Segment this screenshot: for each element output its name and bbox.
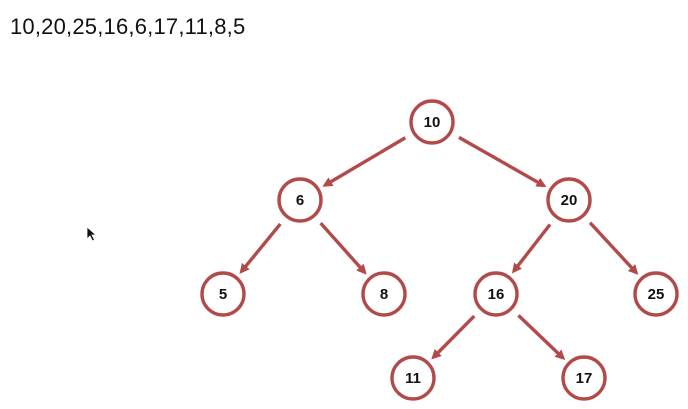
node-circle [200,271,246,317]
edge-n6-n8 [319,221,367,275]
node-label: 17 [576,370,593,387]
edge-n10-n6 [322,136,407,187]
node-label: 8 [380,286,388,303]
tree-node-11: 11 [390,355,436,401]
node-circle [390,355,436,401]
node-circle [473,271,519,317]
node-circle [361,271,407,317]
edge-n6-n5 [239,222,282,274]
tree-node-16: 16 [473,271,519,317]
tree-node-6: 6 [277,177,323,223]
node-circle [277,177,323,223]
edge-n16-n17 [517,314,566,361]
tree-node-5: 5 [200,271,246,317]
tree-node-8: 8 [361,271,407,317]
edge-n20-n16 [511,223,552,274]
tree-node-25: 25 [633,271,679,317]
node-label: 6 [296,192,304,209]
node-circle [409,99,455,145]
node-label: 5 [219,286,227,303]
tree-node-20: 20 [546,177,592,223]
edge-n16-n11 [431,314,476,360]
node-label: 10 [424,114,441,131]
node-label: 16 [488,286,505,303]
node-circle [561,355,607,401]
node-label: 20 [561,192,578,209]
edge-n20-n25 [588,221,639,275]
edge-n10-n20 [458,135,547,188]
node-circle [546,177,592,223]
tree-node-10: 10 [409,99,455,145]
insertion-sequence: 10,20,25,16,6,17,11,8,5 [10,14,246,39]
tree-edges [239,135,639,361]
node-label: 11 [405,370,421,387]
tree-node-17: 17 [561,355,607,401]
arrow-cursor-icon [86,226,98,242]
node-circle [633,271,679,317]
node-label: 25 [648,286,665,303]
tree-nodes: 10 6 20 5 8 16 25 11 17 [200,99,679,401]
